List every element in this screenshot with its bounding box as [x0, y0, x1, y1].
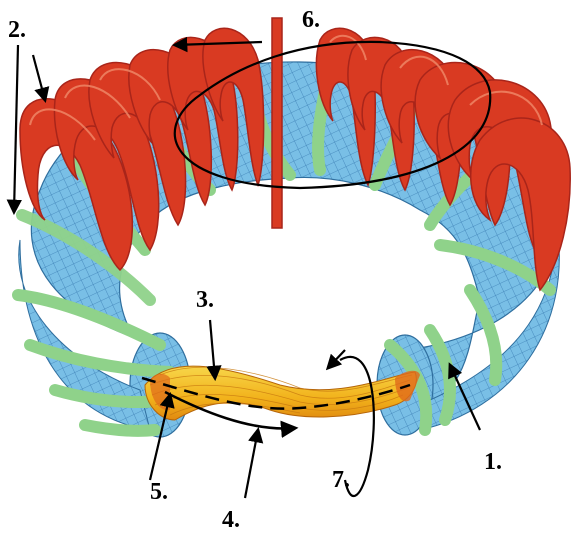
- label-4: 4.: [222, 508, 240, 532]
- label-6: 6.: [302, 8, 320, 32]
- label-3: 3.: [196, 288, 214, 312]
- label-1: 1.: [484, 450, 502, 474]
- label-7: 7.: [332, 468, 350, 492]
- label-5: 5.: [150, 480, 168, 504]
- label-2: 2.: [8, 18, 26, 42]
